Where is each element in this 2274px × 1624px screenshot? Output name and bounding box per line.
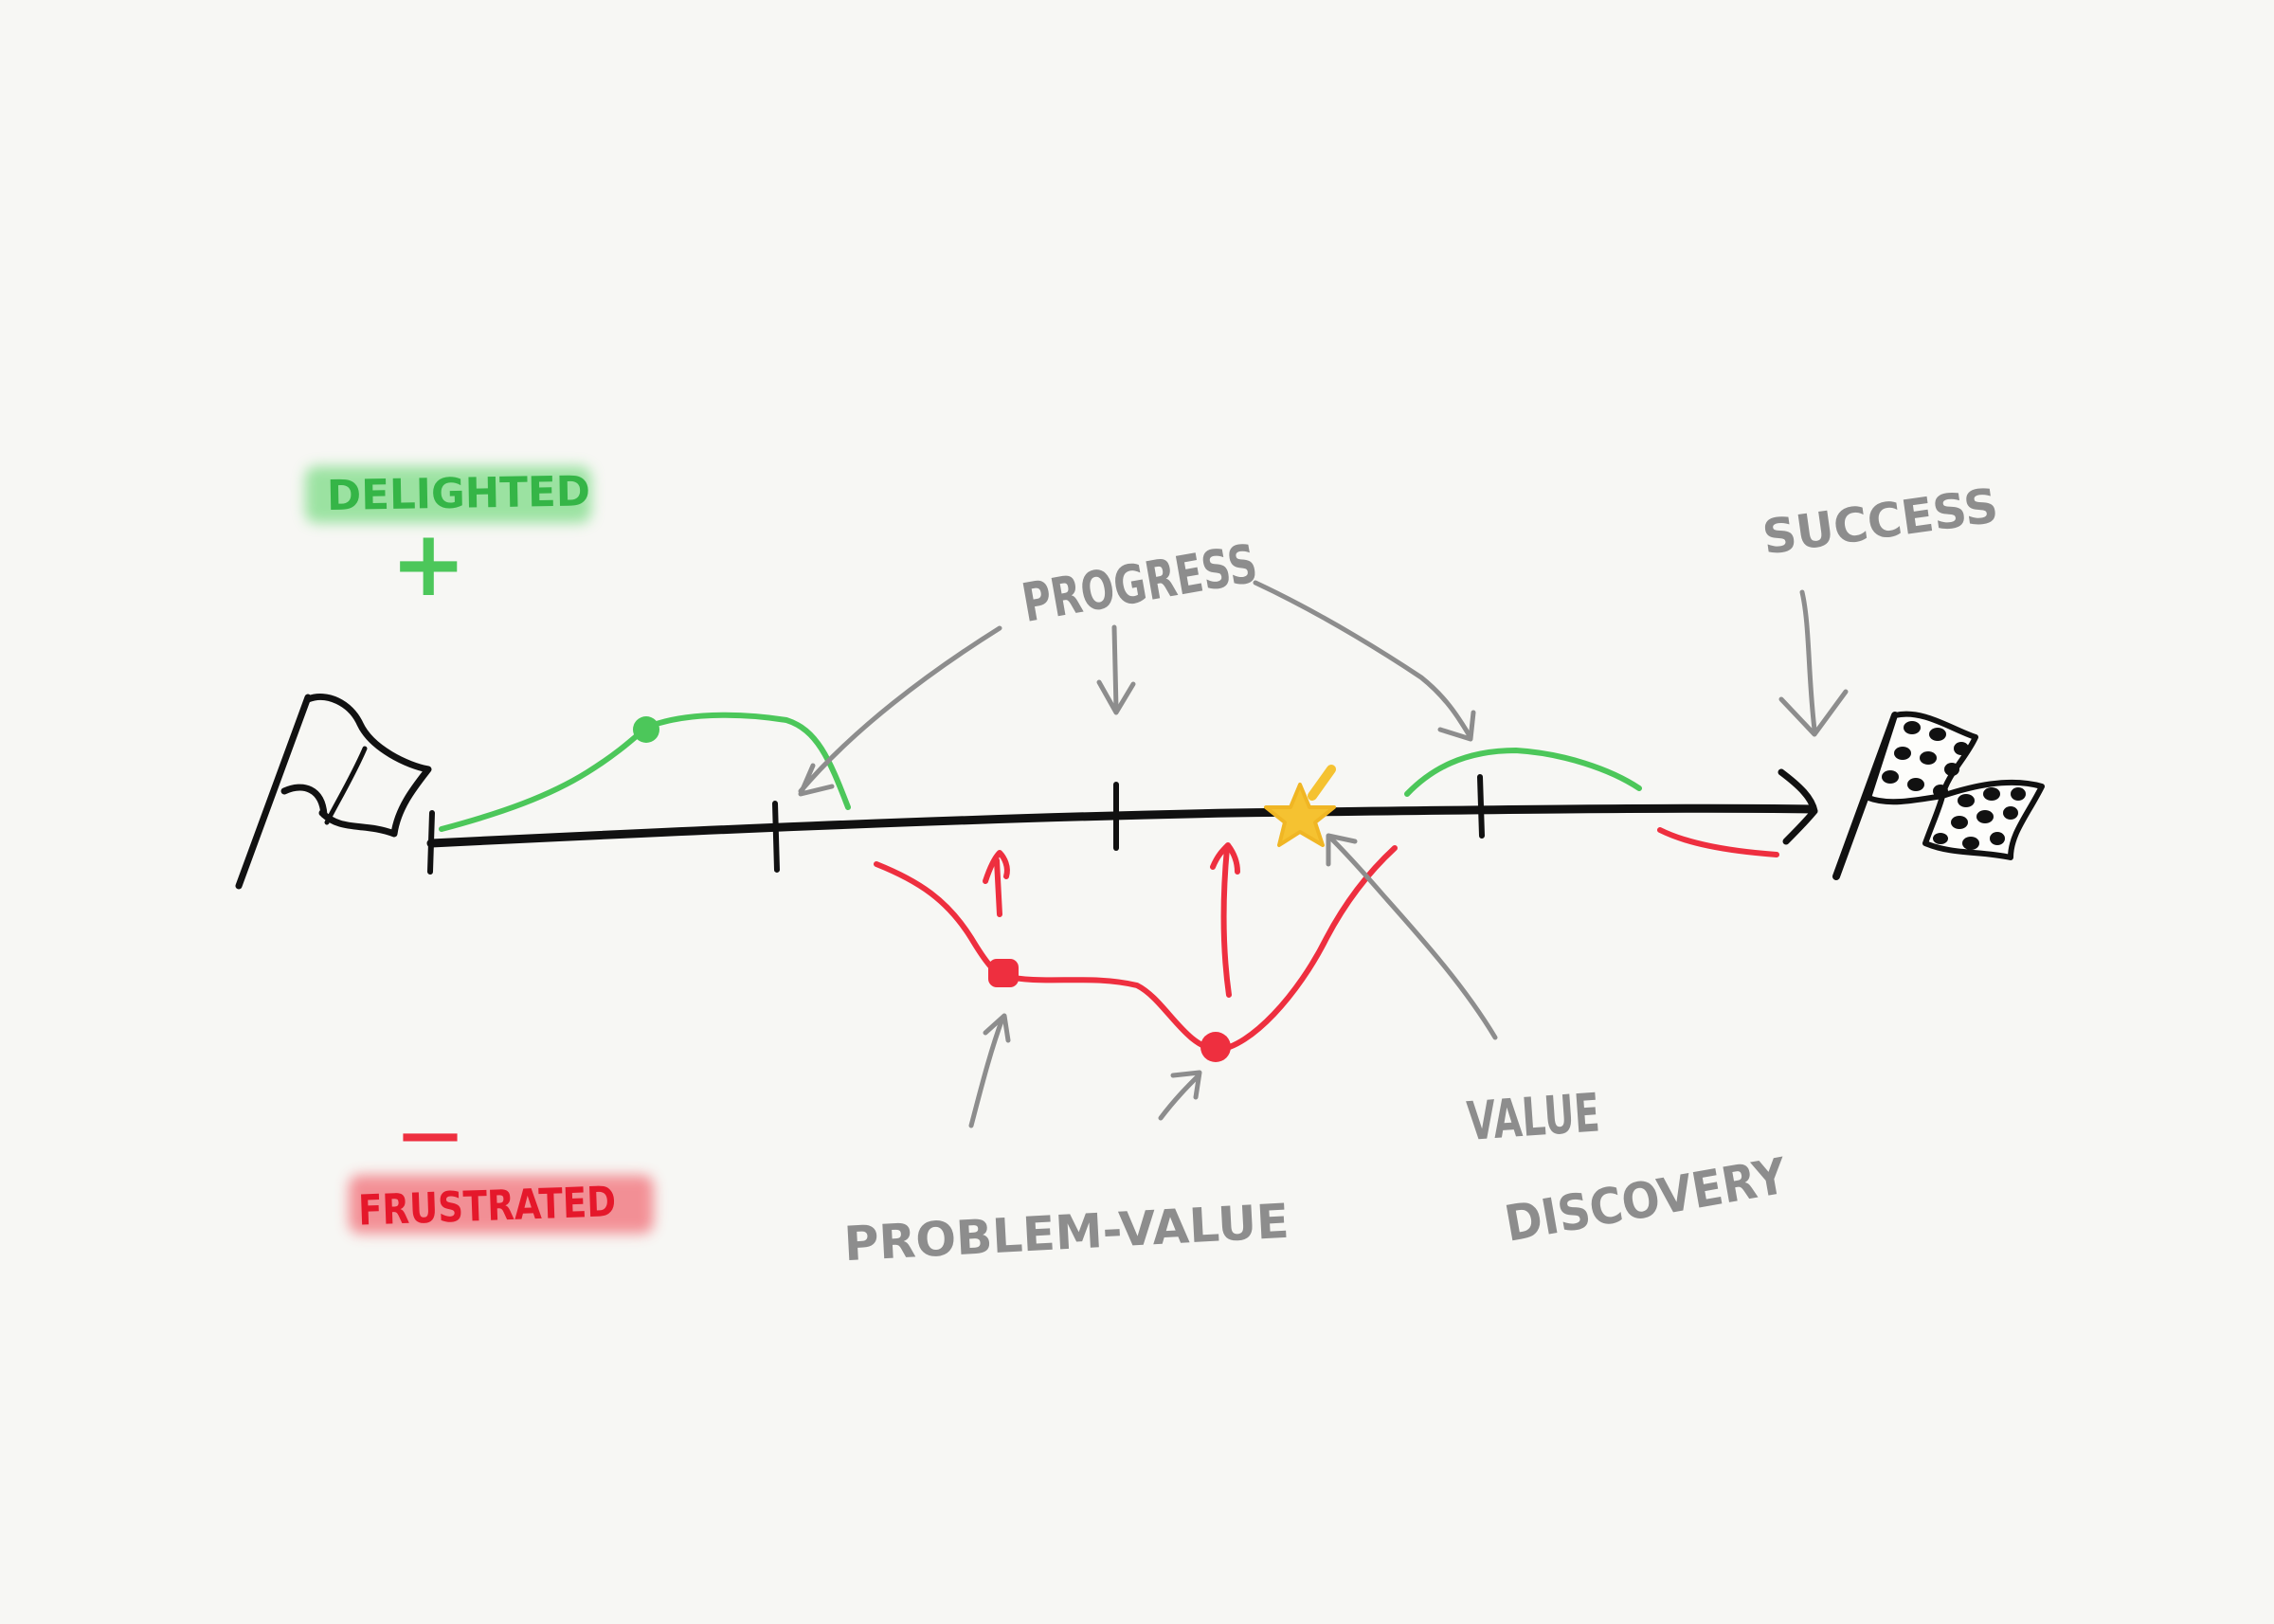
positive-point: [633, 716, 659, 743]
negative-curves: [874, 827, 1779, 1053]
success-arrow: [1799, 589, 1817, 732]
positive-curve-2: [1404, 747, 1642, 797]
annotation-arrows: [798, 580, 1849, 1128]
timeline-ticks: [427, 774, 1485, 875]
progress-arrow-1: [798, 625, 1002, 794]
problem-value-label: PROBLEM-VALUE: [842, 1194, 1290, 1272]
star-icon: [1264, 765, 1336, 847]
negative-point-2: [1200, 1032, 1231, 1062]
plus-sign: +: [390, 511, 466, 617]
problem-value-arrow-2: [1158, 1073, 1201, 1121]
success-label: SUCCESS: [1760, 478, 2002, 565]
progress-arrow-3: [1253, 580, 1471, 737]
frustrated-label: FRUSTRATED: [357, 1178, 617, 1235]
tick-1: [427, 810, 435, 875]
frustrated-highlight: [349, 1175, 654, 1234]
checkered-flag-icon: [1832, 711, 2045, 880]
progress-label: PROGRESS: [1018, 533, 1261, 635]
start-flag-icon: [235, 694, 432, 890]
delighted-label: DELIGHTED: [327, 467, 591, 520]
value-discovery-arrow: [1328, 836, 1498, 1040]
value-discovery-label-line1: VALUE: [1465, 1082, 1601, 1153]
problem-value-arrow-1: [968, 1016, 1005, 1128]
negative-point-1: [988, 959, 1019, 987]
value-discovery-label-line2: DISCOVERY: [1501, 1147, 1792, 1253]
minus-sign: —: [400, 1099, 460, 1169]
tick-2: [772, 801, 780, 873]
timeline-axis: [426, 768, 1818, 848]
negative-curve-1: [874, 845, 1398, 1053]
negative-curve-2: [1657, 827, 1779, 857]
tick-4: [1477, 774, 1485, 839]
delighted-highlight: [305, 466, 591, 523]
up-arrow-2: [1220, 845, 1232, 998]
up-arrow-1: [994, 857, 1002, 917]
progress-arrow-2: [1111, 624, 1119, 712]
